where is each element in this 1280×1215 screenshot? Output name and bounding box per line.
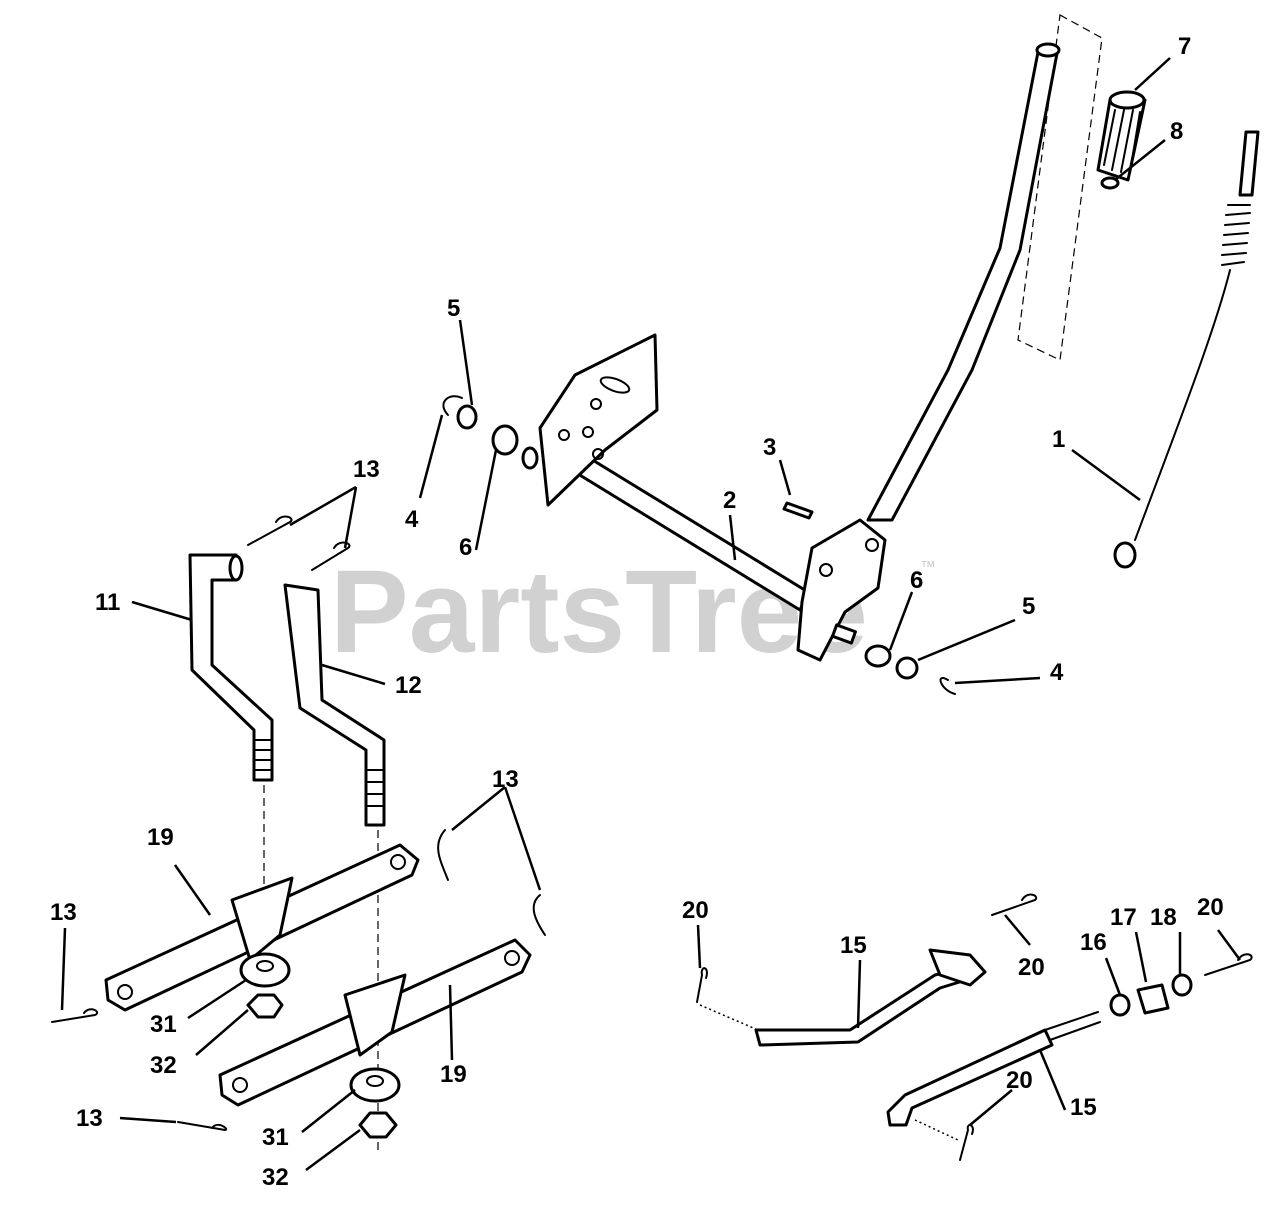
callout-32-lower: 32 — [262, 1164, 289, 1191]
part-lift-handle — [796, 42, 1061, 662]
callout-6-left: 6 — [459, 534, 472, 561]
callout-3: 3 — [763, 434, 776, 461]
callout-32-upper: 32 — [150, 1052, 177, 1079]
callout-4-left: 4 — [405, 506, 419, 533]
callout-16: 16 — [1080, 929, 1107, 956]
callout-13-left: 13 — [50, 899, 77, 926]
callout-31-lower: 31 — [262, 1124, 289, 1151]
callout-1: 1 — [1052, 426, 1065, 453]
callout-19-upper: 19 — [147, 824, 174, 851]
callout-4-right: 4 — [1050, 659, 1064, 686]
part-left-hardware — [442, 395, 519, 456]
callout-31-upper: 31 — [150, 1011, 177, 1038]
part-key — [782, 501, 814, 520]
part-arm-19-lower — [218, 938, 532, 1107]
callout-8: 8 — [1170, 118, 1183, 145]
callout-18: 18 — [1150, 904, 1177, 931]
part-right-hardware — [864, 644, 956, 695]
leader-lines — [60, 57, 1242, 1172]
watermark: PartsTree ™ — [330, 546, 936, 678]
callout-12: 12 — [395, 672, 422, 699]
callout-13-bottom: 13 — [76, 1105, 103, 1132]
callout-labels: 1 2 3 4 4 5 5 6 6 7 8 11 12 13 13 13 13 … — [50, 33, 1224, 1191]
part-arm-19-upper — [104, 843, 420, 1012]
part-clips-20 — [696, 893, 1253, 1161]
callout-19-lower: 19 — [440, 1061, 467, 1088]
callout-2: 2 — [723, 487, 736, 514]
callout-13-top: 13 — [353, 456, 380, 483]
callout-15-upper: 15 — [840, 932, 867, 959]
watermark-trademark: ™ — [920, 559, 936, 576]
callout-20-left: 20 — [682, 897, 709, 924]
callout-5-left: 5 — [447, 295, 460, 322]
callout-11: 11 — [95, 589, 120, 616]
part-rod-11 — [188, 553, 274, 782]
callout-17: 17 — [1110, 904, 1137, 931]
callout-20-bottom: 20 — [1006, 1067, 1033, 1094]
part-clips-13 — [51, 515, 546, 1132]
callout-15-lower: 15 — [1070, 1094, 1097, 1121]
callout-5-right: 5 — [1022, 593, 1035, 620]
part-grip — [1096, 90, 1147, 190]
callout-20-right: 20 — [1197, 894, 1224, 921]
part-bushings-nuts — [239, 952, 401, 1139]
part-mounting-plate — [521, 333, 659, 507]
callout-13-middle: 13 — [492, 766, 519, 793]
part-rods-15 — [754, 948, 1101, 1127]
watermark-text: PartsTree — [330, 546, 868, 678]
callout-6-right: 6 — [910, 567, 923, 594]
part-cable — [1113, 130, 1260, 569]
part-rod-12 — [283, 583, 386, 827]
part-ferrule-assembly — [1109, 973, 1193, 1017]
handle-extension-phantom — [1017, 14, 1103, 361]
callout-20-center: 20 — [1018, 954, 1045, 981]
callout-7: 7 — [1178, 33, 1191, 60]
